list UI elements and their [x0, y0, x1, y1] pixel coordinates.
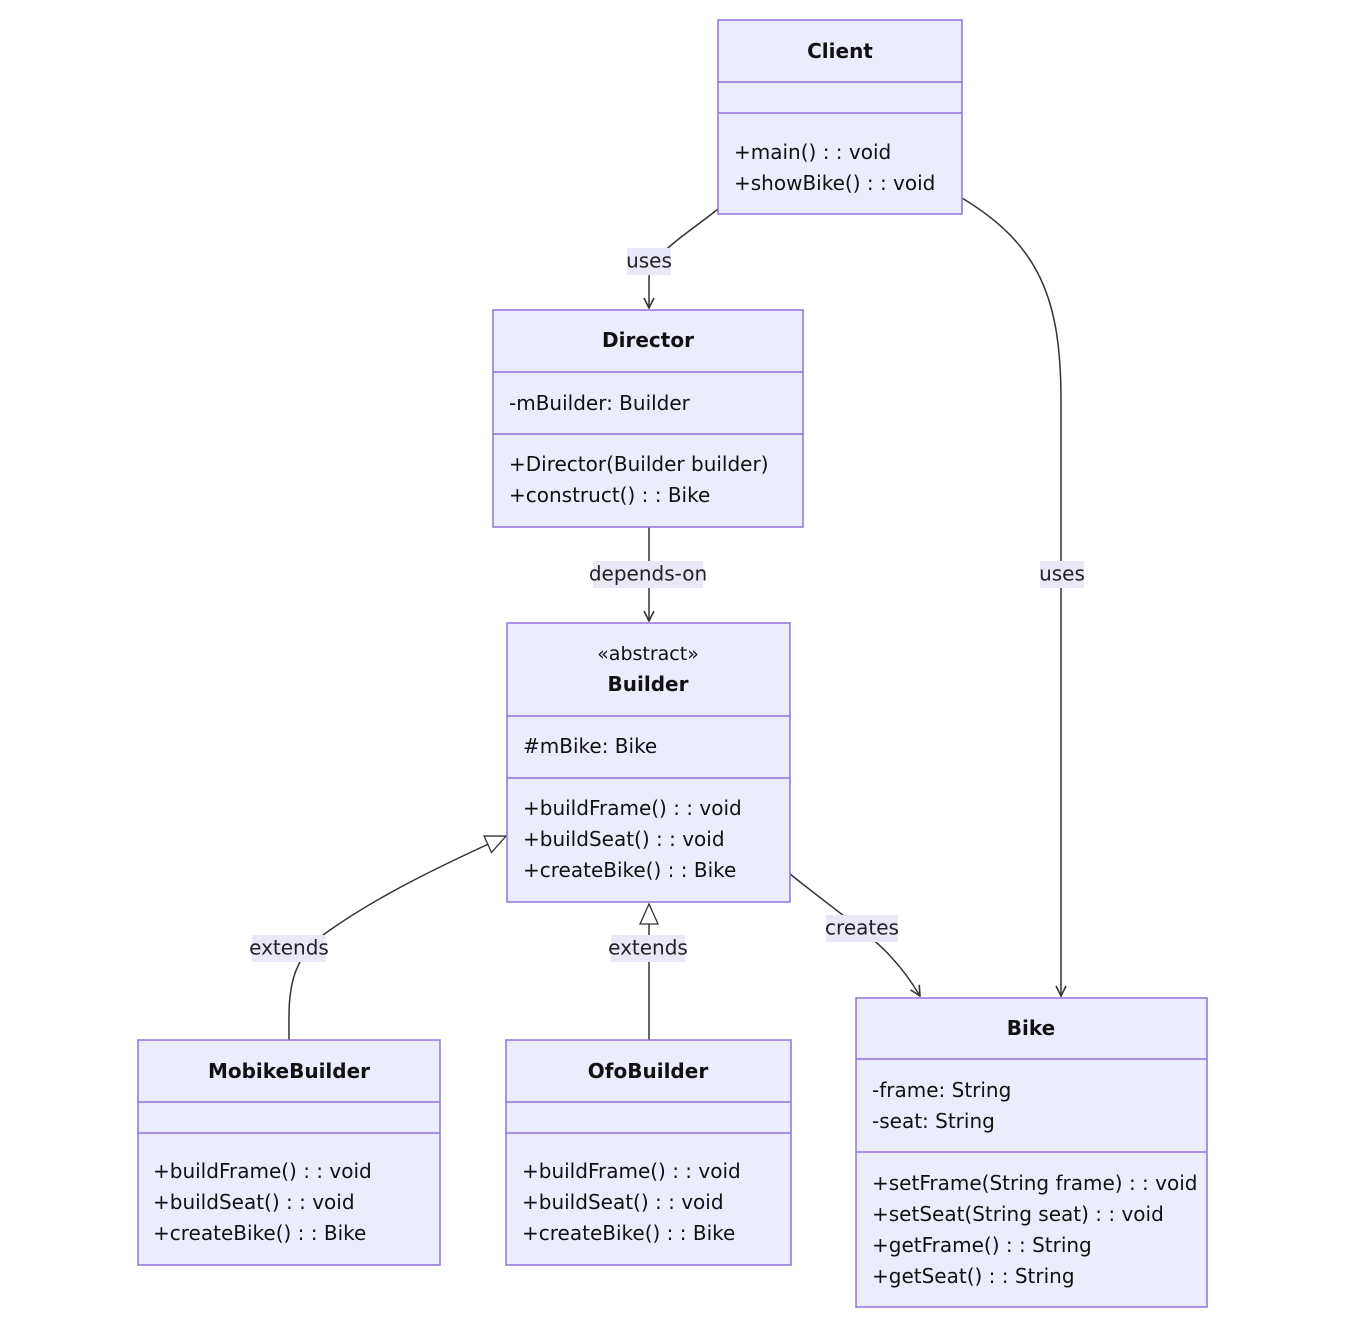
edge-mobike-builder	[288, 835, 506, 1041]
svg-text:extends: extends	[249, 936, 329, 960]
class-builder[interactable]: «abstract» Builder #mBike: Bike +buildFr…	[506, 622, 791, 903]
class-title: Client	[807, 39, 873, 63]
svg-text:depends-on: depends-on	[589, 562, 707, 586]
attribute-item: #mBike: Bike	[523, 734, 657, 758]
label-client-director: uses	[626, 248, 672, 275]
method-item: +createBike() : : Bike	[523, 858, 736, 882]
attribute-item: -mBuilder: Builder	[509, 391, 691, 415]
method-item: +buildSeat() : : void	[522, 1190, 724, 1214]
class-stereotype: «abstract»	[597, 643, 699, 665]
method-item: +createBike() : : Bike	[153, 1221, 366, 1245]
class-bike[interactable]: Bike -frame: String -seat: String +setFr…	[855, 997, 1208, 1308]
method-item: +buildFrame() : : void	[522, 1159, 741, 1183]
svg-text:creates: creates	[825, 916, 899, 940]
attribute-item: -seat: String	[872, 1109, 995, 1133]
method-item: +setFrame(String frame) : : void	[872, 1171, 1197, 1195]
label-client-bike: uses	[1039, 561, 1085, 588]
class-director[interactable]: Director -mBuilder: Builder +Director(Bu…	[492, 309, 804, 528]
class-ofo-builder[interactable]: OfoBuilder +buildFrame() : : void +build…	[505, 1039, 792, 1266]
method-item: +main() : : void	[734, 140, 891, 164]
class-title: MobikeBuilder	[208, 1059, 370, 1083]
svg-text:extends: extends	[608, 936, 688, 960]
label-ofo-builder: extends	[608, 935, 688, 962]
attribute-item: -frame: String	[872, 1078, 1011, 1102]
method-item: +setSeat(String seat) : : void	[872, 1202, 1164, 1226]
svg-text:uses: uses	[626, 249, 672, 273]
method-item: +Director(Builder builder)	[509, 452, 769, 476]
class-title: OfoBuilder	[588, 1059, 709, 1083]
method-item: +buildFrame() : : void	[153, 1159, 372, 1183]
method-item: +showBike() : : void	[734, 171, 935, 195]
edge-client-director	[649, 208, 719, 308]
class-client[interactable]: Client +main() : : void +showBike() : : …	[717, 19, 963, 215]
edge-client-bike	[961, 197, 1061, 996]
class-title: Director	[602, 328, 694, 352]
method-item: +createBike() : : Bike	[522, 1221, 735, 1245]
method-item: +buildSeat() : : void	[523, 827, 725, 851]
method-item: +buildSeat() : : void	[153, 1190, 355, 1214]
class-title: Builder	[608, 672, 689, 696]
method-item: +construct() : : Bike	[509, 483, 710, 507]
method-item: +getSeat() : : String	[872, 1264, 1075, 1288]
class-mobike-builder[interactable]: MobikeBuilder +buildFrame() : : void +bu…	[137, 1039, 441, 1266]
label-builder-bike: creates	[825, 915, 899, 942]
method-item: +buildFrame() : : void	[523, 796, 742, 820]
label-director-builder: depends-on	[589, 561, 707, 588]
method-item: +getFrame() : : String	[872, 1233, 1092, 1257]
class-title: Bike	[1007, 1016, 1055, 1040]
svg-text:uses: uses	[1039, 562, 1085, 586]
label-mobike-builder: extends	[249, 935, 329, 962]
